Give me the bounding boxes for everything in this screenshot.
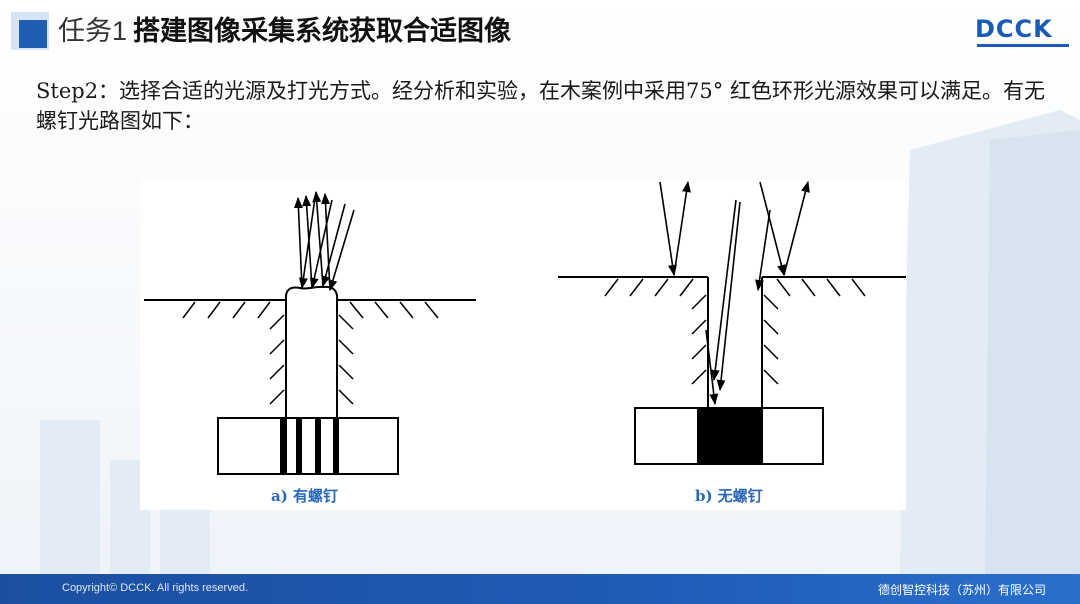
company-name: 德创智控科技（苏州）有限公司 xyxy=(877,583,1046,597)
logo-underline xyxy=(977,44,1069,47)
caption-with-screw: a) 有螺钉 xyxy=(271,487,339,505)
copyright-text: Copyright© DCCK. All rights reserved. xyxy=(62,582,249,594)
without-screw-diagram xyxy=(558,180,906,465)
title-marker-icon xyxy=(11,12,49,50)
footer-bar: Copyright© DCCK. All rights reserved. 德创… xyxy=(0,574,1080,604)
task-title: 搭建图像采集系统获取合适图像 xyxy=(133,16,512,47)
task-number: 任务1 xyxy=(58,16,128,46)
caption-without-screw: b) 无螺钉 xyxy=(695,487,763,505)
dcck-logo: DCCK xyxy=(975,14,1071,50)
light-path-diagram xyxy=(144,180,906,475)
step-description: Step2：选择合适的光源及打光方式。经分析和实验，在木案例中采用75° 红色环… xyxy=(36,79,1045,133)
with-screw-diagram xyxy=(144,190,476,475)
logo-text: DCCK xyxy=(975,15,1053,43)
light-path-figure: a) 有螺钉 b) 无螺钉 xyxy=(140,180,906,510)
